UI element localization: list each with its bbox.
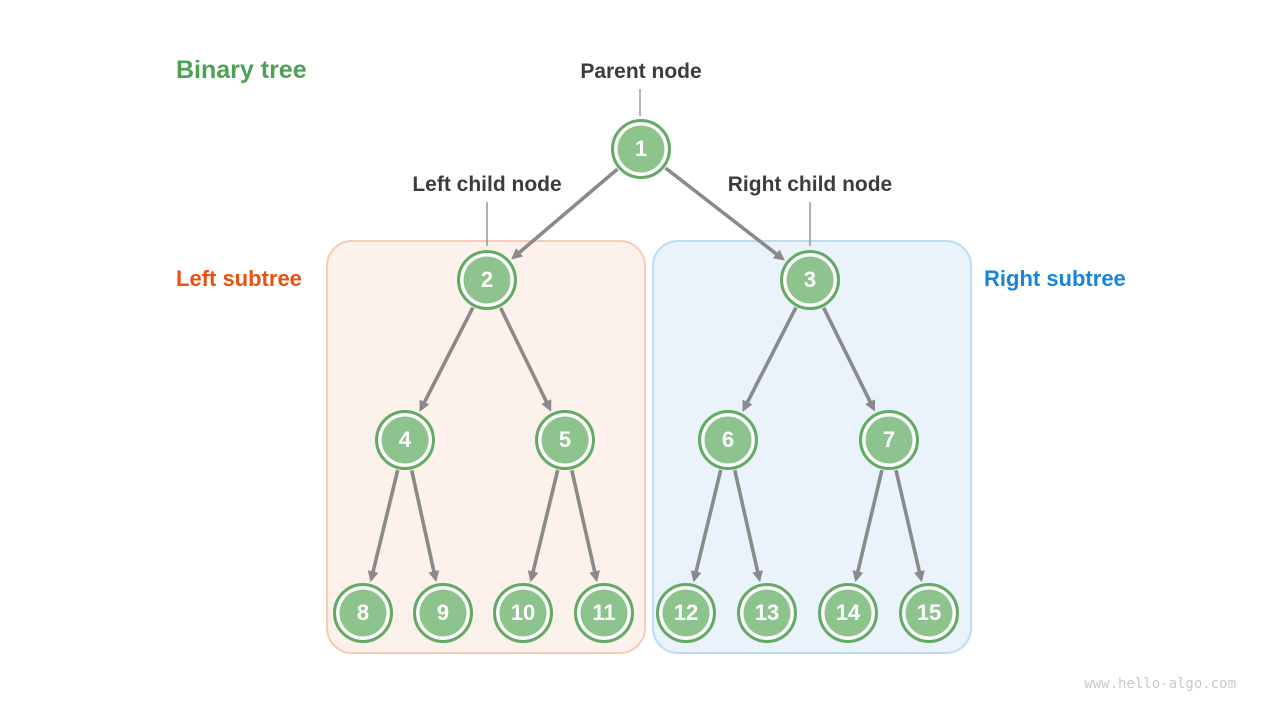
diagram-title: Binary tree bbox=[176, 56, 307, 84]
tree-node-2: 2 bbox=[457, 250, 517, 310]
tree-node-1: 1 bbox=[611, 119, 671, 179]
watermark: www.hello-algo.com bbox=[1084, 676, 1236, 692]
tree-node-11: 11 bbox=[574, 583, 634, 643]
tree-node-13: 13 bbox=[737, 583, 797, 643]
tree-node-4: 4 bbox=[375, 410, 435, 470]
tree-node-5: 5 bbox=[535, 410, 595, 470]
tree-node-15: 15 bbox=[899, 583, 959, 643]
tree-node-12: 12 bbox=[656, 583, 716, 643]
tree-node-14: 14 bbox=[818, 583, 878, 643]
tree-node-9: 9 bbox=[413, 583, 473, 643]
tree-node-7: 7 bbox=[859, 410, 919, 470]
tree-node-6: 6 bbox=[698, 410, 758, 470]
tree-node-10: 10 bbox=[493, 583, 553, 643]
left-subtree-label: Left subtree bbox=[176, 266, 302, 291]
tree-node-3: 3 bbox=[780, 250, 840, 310]
tree-node-8: 8 bbox=[333, 583, 393, 643]
right-subtree-label: Right subtree bbox=[984, 266, 1126, 291]
parent-node-label: Parent node bbox=[580, 60, 702, 83]
